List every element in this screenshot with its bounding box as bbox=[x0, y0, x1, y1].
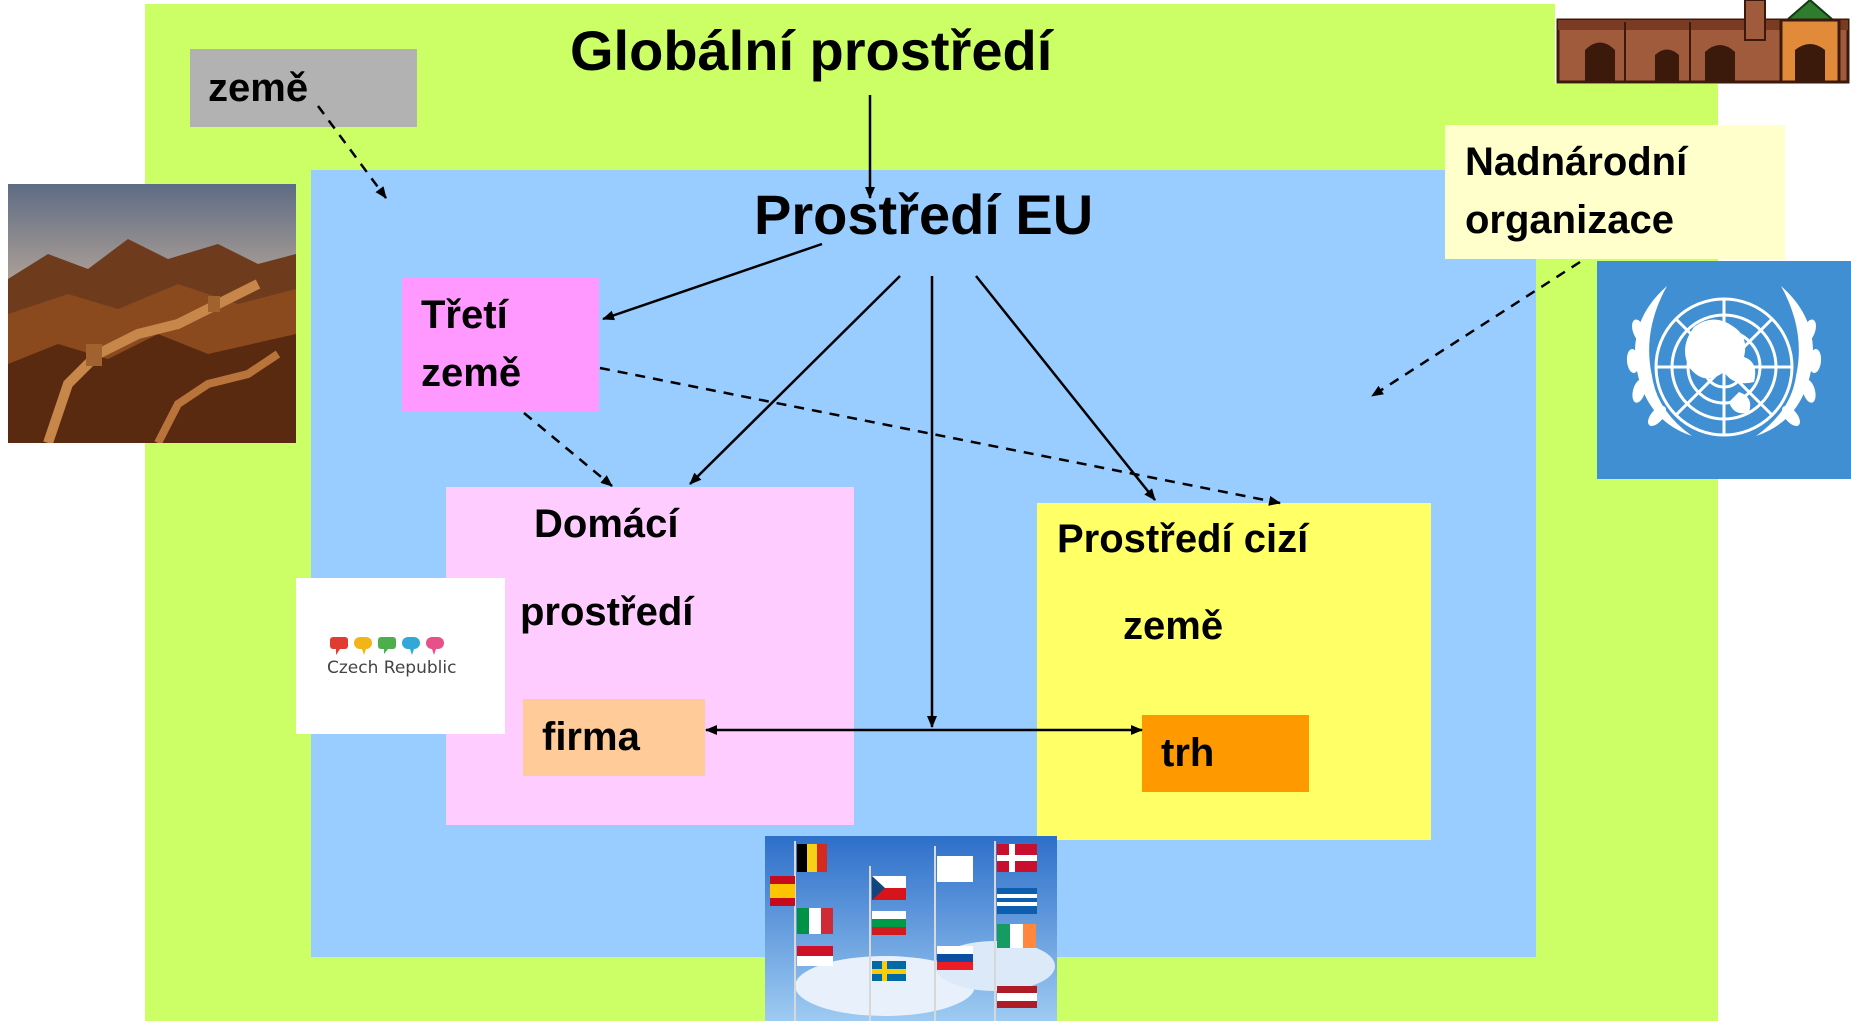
un-emblem bbox=[1597, 261, 1851, 479]
speech-bubbles-icon bbox=[330, 637, 444, 655]
arrow-eu-to-third-country bbox=[602, 242, 823, 321]
domestic-label-line2: prostředí bbox=[520, 590, 694, 634]
supranational-organization-box: Nadnárodní organizace bbox=[1445, 125, 1785, 259]
arrow-eu-to-foreign bbox=[975, 275, 1156, 501]
market-label: trh bbox=[1161, 731, 1215, 775]
third-country-box: Třetí země bbox=[402, 277, 599, 411]
czech-republic-logo-text: Czech Republic bbox=[327, 658, 457, 678]
third-country-label-line1: Třetí bbox=[421, 293, 508, 337]
castle-illustration bbox=[1555, 0, 1851, 84]
zeme-label: země bbox=[208, 66, 309, 110]
arrow-third-to-foreign bbox=[599, 366, 1281, 506]
firm-box: firma bbox=[523, 699, 705, 776]
czech-republic-logo: Czech Republic bbox=[296, 578, 505, 734]
eu-flags-photo bbox=[765, 836, 1057, 1021]
foreign-label-line1: Prostředí cizí bbox=[1057, 517, 1309, 561]
zeme-box: země bbox=[190, 49, 417, 127]
arrow-eu-to-domestic bbox=[689, 275, 901, 485]
supranational-label-line2: organizace bbox=[1465, 198, 1674, 242]
third-country-label-line2: země bbox=[421, 351, 522, 395]
arrow-supranational-to-eu bbox=[1371, 260, 1581, 398]
arrow-third-to-domestic bbox=[523, 412, 613, 487]
arrow-zeme-to-eu bbox=[316, 105, 388, 199]
supranational-label-line1: Nadnárodní bbox=[1465, 140, 1688, 184]
eu-environment-label: Prostředí EU bbox=[754, 183, 1094, 246]
foreign-label-line2: země bbox=[1123, 604, 1224, 648]
firm-label: firma bbox=[542, 715, 640, 759]
diagram-title: Globální prostředí bbox=[570, 19, 1053, 82]
domestic-label-line1: Domácí bbox=[534, 502, 679, 546]
great-wall-photo bbox=[8, 184, 296, 443]
market-box: trh bbox=[1142, 715, 1309, 792]
